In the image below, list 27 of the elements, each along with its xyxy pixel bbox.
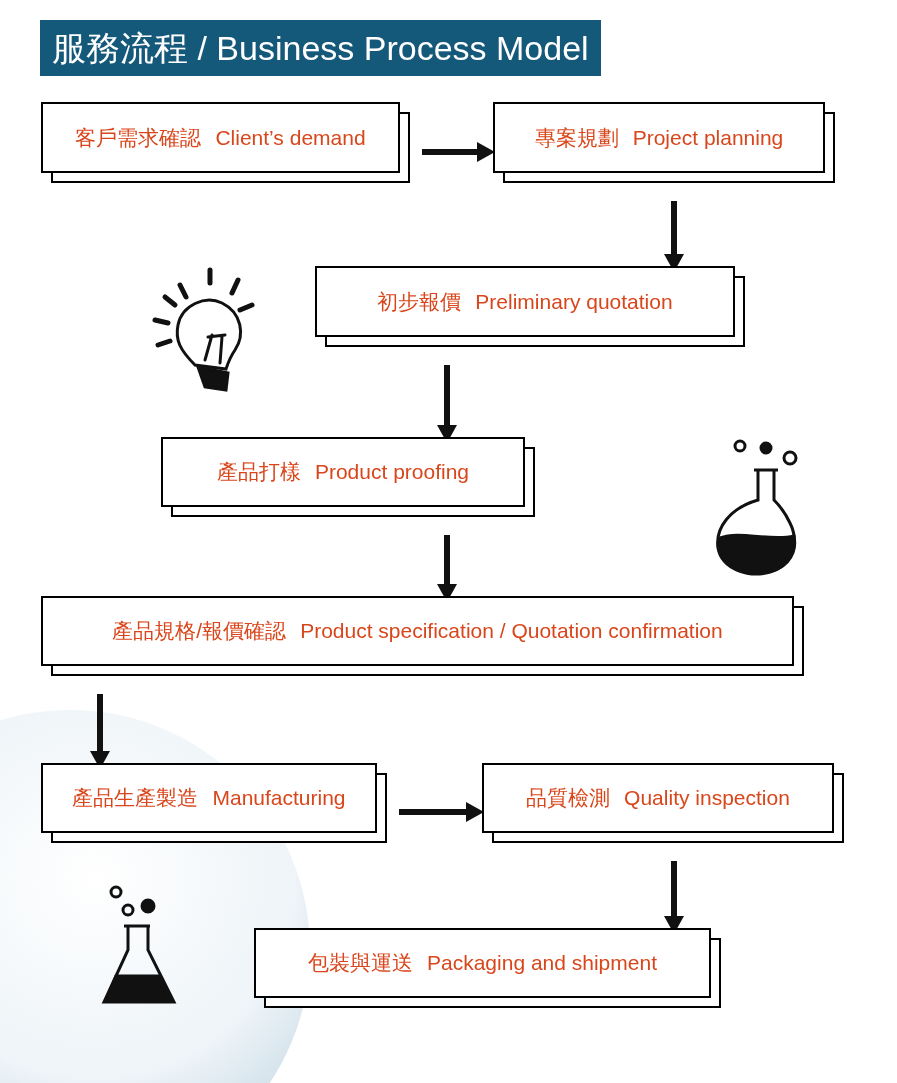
process-box [41, 596, 794, 666]
step-label-zh: 專案規劃 [534, 124, 619, 151]
step-label-en: Product specification / Quotation confirmation [300, 618, 723, 645]
process-box [161, 437, 525, 507]
step-label-en: Packaging and shipment [427, 950, 657, 977]
step-label-en: Client’s demand [215, 124, 366, 151]
step-label-zh: 產品打樣 [216, 459, 301, 486]
process-box [315, 266, 735, 337]
step-label-en: Preliminary quotation [475, 288, 673, 315]
title-banner: 服務流程 / Business Process Model [40, 20, 601, 76]
step-label-zh: 品質檢測 [526, 785, 611, 812]
step-label-zh: 客戶需求確認 [75, 124, 202, 151]
step-label-en: Quality inspection [624, 785, 790, 812]
process-box [254, 928, 711, 998]
process-box [482, 763, 834, 833]
step-label-en: Project planning [632, 124, 784, 151]
arrow [399, 802, 484, 822]
step-label-zh: 產品生產製造 [72, 785, 199, 812]
step-label-zh: 初步報價 [377, 288, 462, 315]
process-box [41, 763, 377, 833]
step-label-en: Product proofing [314, 459, 470, 486]
step-label-zh: 產品規格/報價確認 [112, 618, 287, 645]
process-box [41, 102, 400, 173]
step-label-en: Manufacturing [212, 785, 346, 812]
step-label-zh: 包裝與運送 [308, 950, 413, 977]
process-box [493, 102, 825, 173]
arrow [422, 142, 495, 162]
